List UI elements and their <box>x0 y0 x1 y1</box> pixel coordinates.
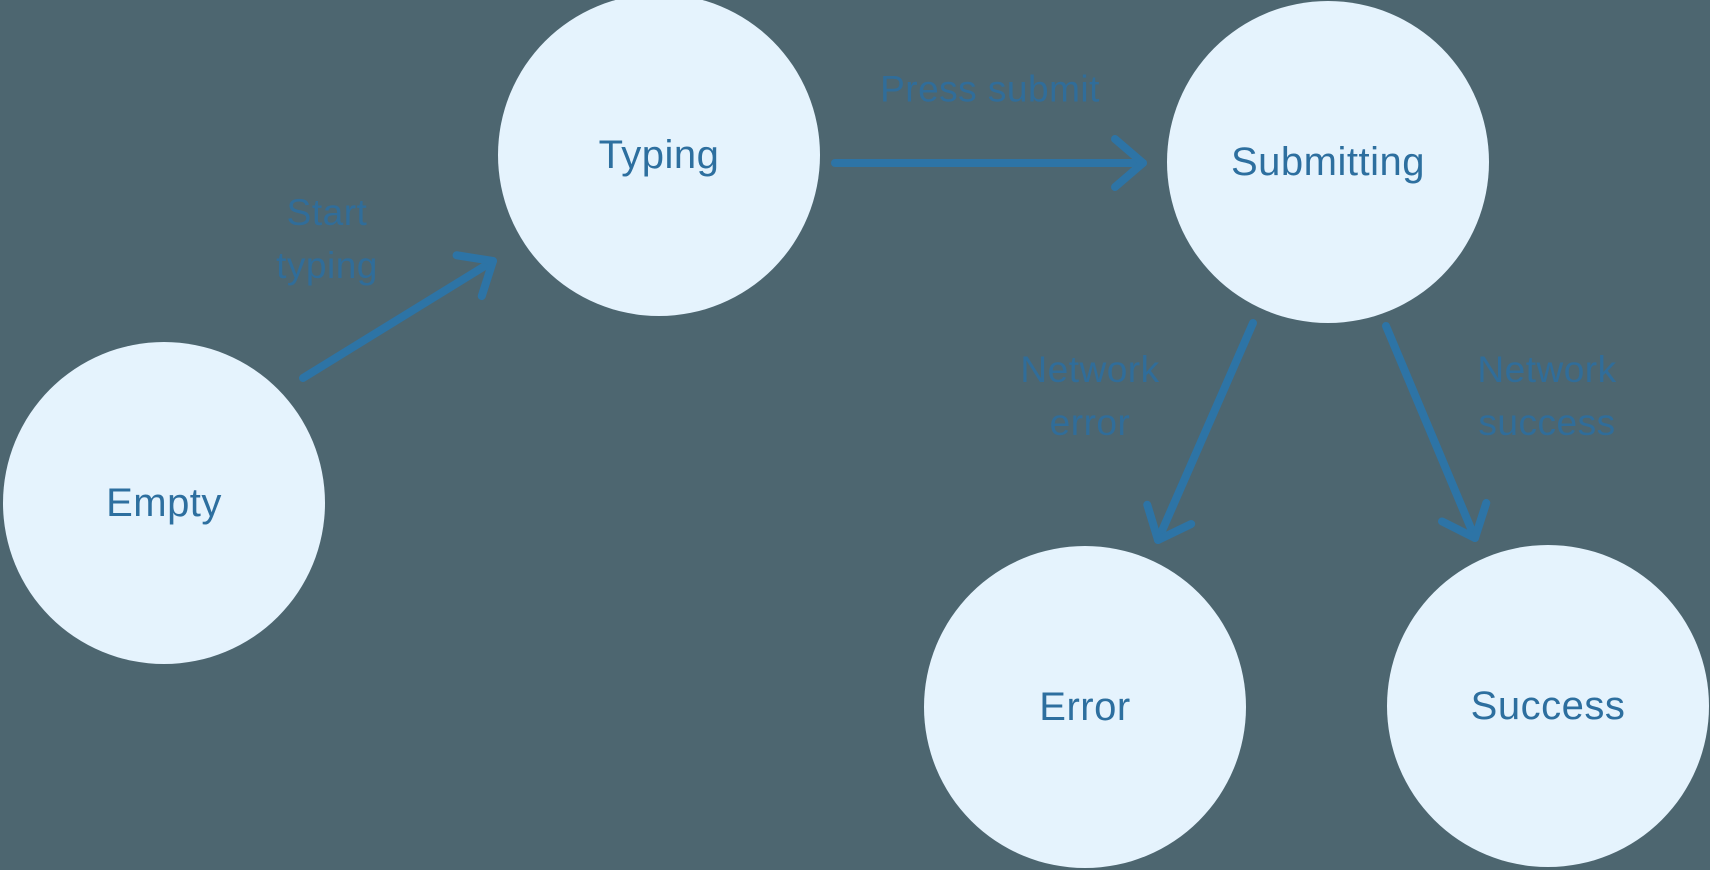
state-node-submitting: Submitting <box>1167 1 1489 323</box>
transition-label-line: Network <box>1020 349 1160 390</box>
transition-arrow-network-success <box>1382 322 1491 542</box>
state-node-error: Error <box>924 546 1246 868</box>
transition-label-line: typing <box>276 245 378 286</box>
state-label-submitting: Submitting <box>1231 139 1425 184</box>
transition-label-line: Network <box>1477 349 1617 390</box>
transition-label-press-submit: Press submit <box>880 63 1100 116</box>
state-node-success: Success <box>1387 545 1709 867</box>
transition-label-line: Press submit <box>880 68 1100 110</box>
state-node-empty: Empty <box>3 342 325 664</box>
state-label-empty: Empty <box>106 480 222 525</box>
state-label-error: Error <box>1039 684 1131 729</box>
transition-arrow-network-error <box>1143 319 1257 544</box>
state-label-success: Success <box>1470 683 1626 728</box>
transition-label-network-error: Network error <box>1020 343 1159 449</box>
state-node-typing: Typing <box>498 0 820 316</box>
transition-label-line: error <box>1049 402 1131 443</box>
state-label-typing: Typing <box>598 132 720 177</box>
transition-label-line: Start <box>286 192 368 233</box>
transition-label-network-success: Network success <box>1477 343 1616 449</box>
transition-label-start-typing: Start typing <box>276 186 378 292</box>
transition-label-line: success <box>1478 402 1616 443</box>
